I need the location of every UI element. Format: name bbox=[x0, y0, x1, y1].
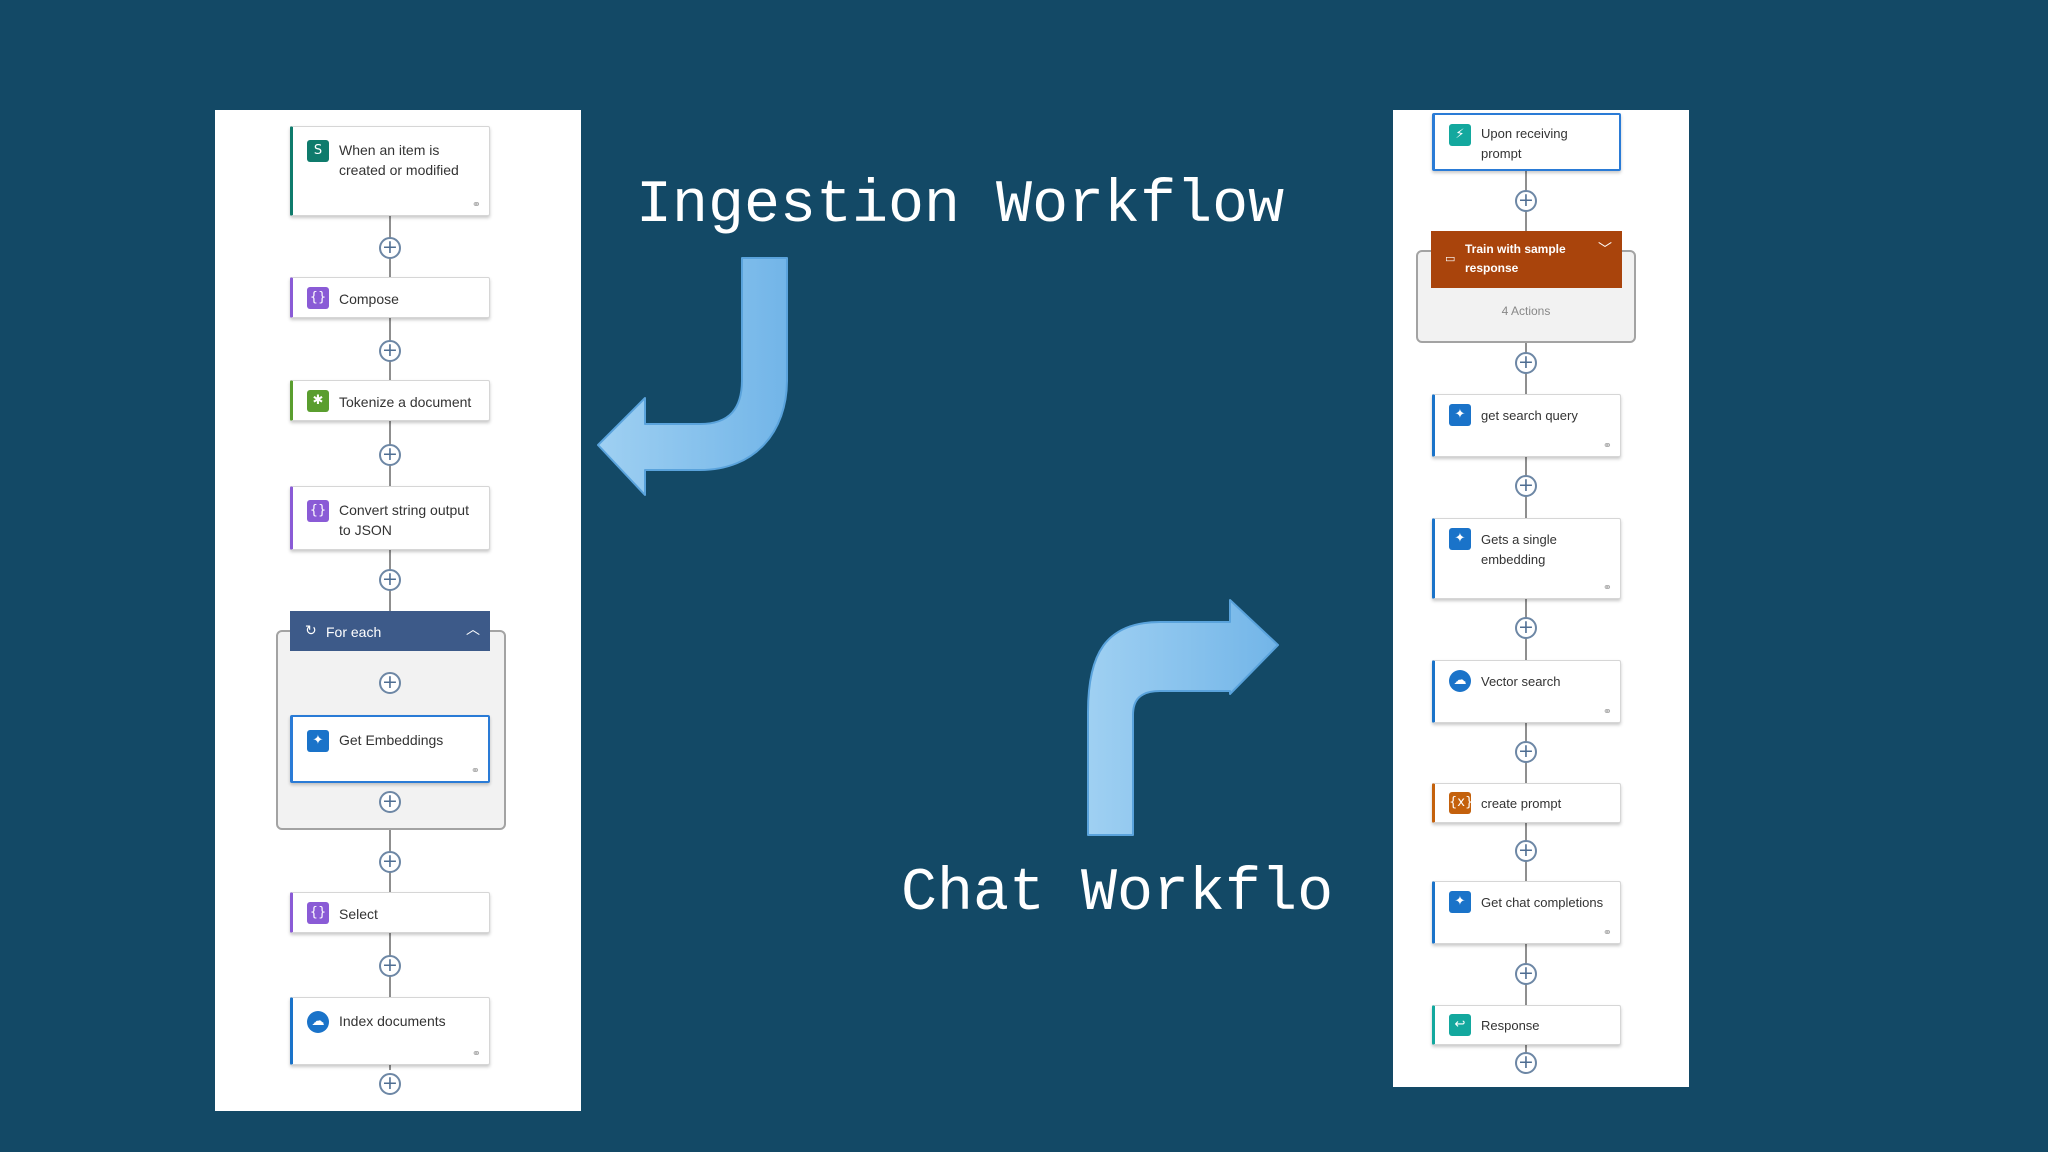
lightbulb-icon: ✱ bbox=[307, 390, 329, 412]
convert-json-card[interactable]: {} Convert string output to JSON bbox=[290, 486, 490, 550]
add-step-button[interactable]: + bbox=[379, 340, 401, 362]
flow-connector bbox=[1525, 922, 1527, 1072]
card-label: get search query bbox=[1481, 408, 1578, 423]
ingestion-flow-panel: S When an item is created or modified ⚭ … bbox=[215, 110, 581, 1111]
card-label: Vector search bbox=[1481, 674, 1561, 689]
link-icon: ⚭ bbox=[471, 198, 481, 211]
ingestion-arrow-icon bbox=[597, 257, 788, 496]
card-label: Index documents bbox=[339, 1013, 446, 1029]
openai-sparkle-icon: ✦ bbox=[307, 730, 329, 752]
for-each-header[interactable]: ↻ For each ︿ bbox=[290, 611, 490, 651]
link-icon: ⚭ bbox=[470, 764, 480, 777]
link-icon: ⚭ bbox=[471, 1047, 481, 1060]
card-label: Select bbox=[339, 906, 378, 922]
response-card[interactable]: ↩ Response bbox=[1432, 1005, 1621, 1045]
card-label: Convert string output to JSON bbox=[339, 502, 469, 538]
card-label: Compose bbox=[339, 291, 399, 307]
add-step-button[interactable]: + bbox=[1515, 840, 1537, 862]
card-label: When an item is created or modified bbox=[339, 142, 459, 178]
chat-workflow-title: Chat Workflo bbox=[901, 860, 1334, 928]
data-operation-icon: {} bbox=[307, 500, 329, 522]
card-label: Tokenize a document bbox=[339, 394, 472, 410]
cloud-search-icon: ☁ bbox=[1449, 670, 1471, 692]
index-documents-card[interactable]: ☁ Index documents ⚭ bbox=[290, 997, 490, 1065]
chat-completions-card[interactable]: ✦ Get chat completions ⚭ bbox=[1432, 881, 1621, 944]
openai-sparkle-icon: ✦ bbox=[1449, 404, 1471, 426]
scope-label: Train with sample response bbox=[1465, 242, 1566, 275]
link-icon: ⚭ bbox=[1602, 705, 1612, 718]
for-each-label: For each bbox=[326, 624, 382, 640]
add-step-button[interactable]: + bbox=[1515, 963, 1537, 985]
get-embeddings-card[interactable]: ✦ Get Embeddings ⚭ bbox=[290, 715, 490, 783]
chat-flow-panel: ⚡ Upon receiving prompt + ▭ Train with s… bbox=[1393, 110, 1689, 1087]
add-step-button[interactable]: + bbox=[1515, 190, 1537, 212]
add-step-button[interactable]: + bbox=[379, 444, 401, 466]
tokenize-card[interactable]: ✱ Tokenize a document bbox=[290, 380, 490, 421]
add-step-button[interactable]: + bbox=[379, 569, 401, 591]
card-label: Gets a single embedding bbox=[1481, 532, 1557, 567]
add-step-button[interactable]: + bbox=[1515, 617, 1537, 639]
add-step-button[interactable]: + bbox=[1515, 1052, 1537, 1074]
card-label: Get chat completions bbox=[1481, 895, 1604, 910]
select-card[interactable]: {} Select bbox=[290, 892, 490, 933]
add-step-button[interactable]: + bbox=[379, 955, 401, 977]
collapse-chevron-icon[interactable]: ﹀ bbox=[1598, 242, 1612, 258]
link-icon: ⚭ bbox=[1602, 439, 1612, 452]
train-scope-header[interactable]: ▭ Train with sample response ﹀ bbox=[1431, 231, 1622, 288]
response-icon: ↩ bbox=[1449, 1014, 1471, 1036]
add-step-button[interactable]: + bbox=[1515, 741, 1537, 763]
loop-icon: ↻ bbox=[305, 623, 317, 639]
link-icon: ⚭ bbox=[1602, 581, 1612, 594]
add-step-button[interactable]: + bbox=[1515, 475, 1537, 497]
add-step-button[interactable]: + bbox=[1515, 352, 1537, 374]
data-operation-icon: {} bbox=[307, 287, 329, 309]
vector-search-card[interactable]: ☁ Vector search ⚭ bbox=[1432, 660, 1621, 723]
data-operation-icon: {} bbox=[307, 902, 329, 924]
create-prompt-card[interactable]: {x} create prompt bbox=[1432, 783, 1621, 823]
cloud-search-icon: ☁ bbox=[307, 1011, 329, 1033]
card-label: Response bbox=[1481, 1018, 1540, 1033]
card-label: create prompt bbox=[1481, 796, 1562, 811]
add-step-button[interactable]: + bbox=[379, 672, 401, 694]
request-icon: ⚡ bbox=[1449, 124, 1471, 146]
search-query-card[interactable]: ✦ get search query ⚭ bbox=[1432, 394, 1621, 457]
link-icon: ⚭ bbox=[1602, 926, 1612, 939]
trigger-card-item-created[interactable]: S When an item is created or modified ⚭ bbox=[290, 126, 490, 216]
chat-arrow-icon bbox=[1087, 599, 1279, 836]
prompt-trigger-card[interactable]: ⚡ Upon receiving prompt bbox=[1432, 113, 1621, 171]
add-step-button[interactable]: + bbox=[379, 237, 401, 259]
scope-icon: ▭ bbox=[1445, 252, 1456, 265]
variable-icon: {x} bbox=[1449, 792, 1473, 814]
scope-actions-count: 4 Actions bbox=[1501, 304, 1551, 318]
card-label: Upon receiving prompt bbox=[1481, 126, 1568, 161]
collapse-chevron-icon[interactable]: ︿ bbox=[466, 622, 480, 638]
add-step-button[interactable]: + bbox=[379, 851, 401, 873]
openai-sparkle-icon: ✦ bbox=[1449, 891, 1471, 913]
card-label: Get Embeddings bbox=[339, 732, 444, 748]
add-step-button[interactable]: + bbox=[379, 1073, 401, 1095]
compose-card[interactable]: {} Compose bbox=[290, 277, 490, 318]
single-embedding-card[interactable]: ✦ Gets a single embedding ⚭ bbox=[1432, 518, 1621, 599]
add-step-button[interactable]: + bbox=[379, 791, 401, 813]
ingestion-workflow-title: Ingestion Workflow bbox=[636, 172, 1285, 240]
sharepoint-icon: S bbox=[307, 140, 329, 162]
openai-sparkle-icon: ✦ bbox=[1449, 528, 1471, 550]
